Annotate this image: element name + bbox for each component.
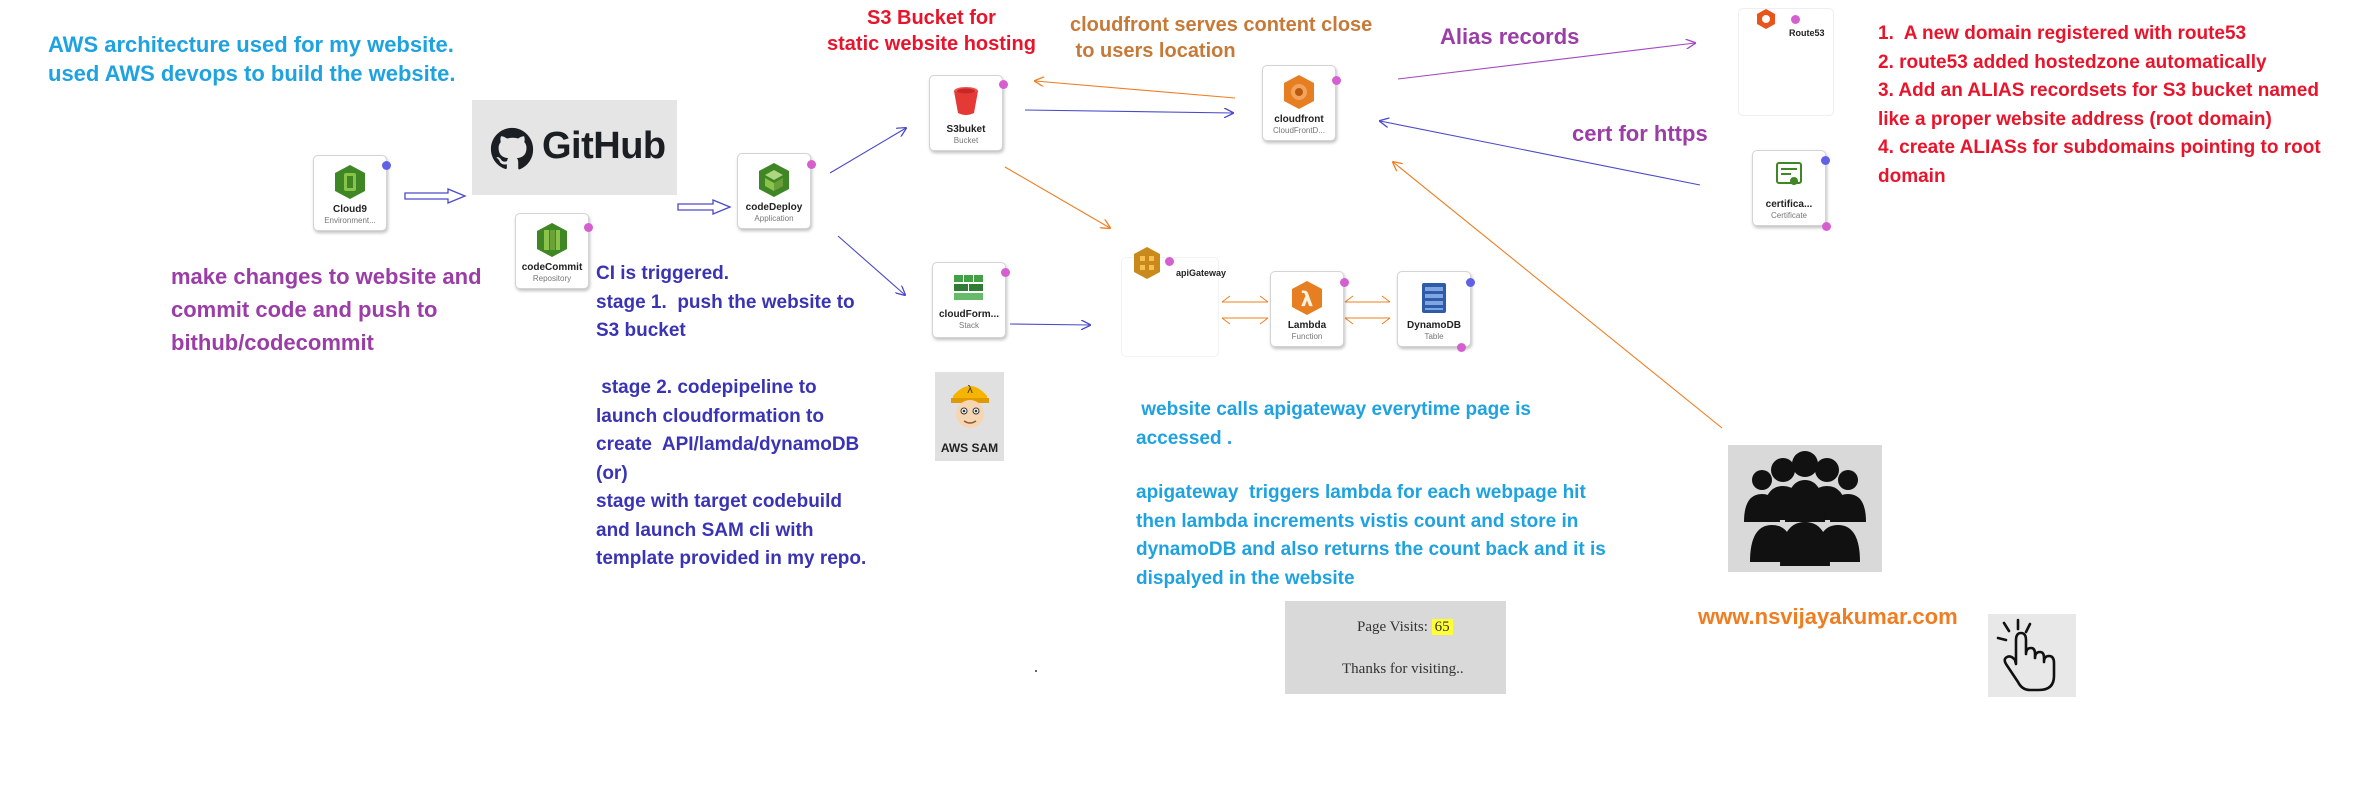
connection-dot — [999, 80, 1008, 89]
service-type: Table — [1424, 332, 1444, 341]
route53-steps-text: 1. A new domain registered with route53 … — [1878, 23, 2321, 187]
arrow-certificate-cloudfront — [1380, 121, 1701, 186]
s3-bucket-service-card[interactable]: S3buket Bucket — [929, 75, 1008, 151]
certificate-service-card[interactable]: certifica... Certificate — [1752, 150, 1831, 231]
aws-sam-mascot-icon: λ — [951, 384, 989, 428]
alias-records-text: Alias records — [1440, 24, 1580, 49]
service-name: certifica... — [1765, 199, 1813, 210]
certificate-icon — [1776, 162, 1802, 185]
connector-lambda-dynamodb — [1344, 295, 1391, 325]
service-type: Function — [1291, 332, 1323, 341]
codedeploy-service-card[interactable]: codeDeploy Application — [737, 153, 816, 229]
connection-dot — [1466, 278, 1475, 287]
arrow-cloudfront-s3 — [1035, 81, 1236, 99]
route53-service-card[interactable]: Route53 — [1738, 8, 1834, 116]
page-visits-label: Page Visits: — [1357, 619, 1428, 635]
arrow-users-cloudfront — [1393, 162, 1723, 429]
connection-dot — [1822, 222, 1831, 231]
cloud9-icon — [335, 165, 365, 199]
service-type: Application — [754, 214, 794, 223]
ci-stages-text: CI is triggered. stage 1. push the websi… — [596, 263, 867, 569]
codedeploy-icon — [759, 163, 789, 197]
connection-dot — [1165, 257, 1174, 266]
service-name: codeDeploy — [745, 202, 803, 213]
connection-dot — [1791, 15, 1800, 24]
lambda-service-card[interactable]: λ Lambda Function — [1270, 271, 1349, 347]
apigateway-flow-text: apigateway triggers lambda for each webp… — [1136, 482, 1606, 589]
service-name: Cloud9 — [333, 204, 367, 215]
users-group-icon — [1744, 451, 1866, 566]
pointer-hand-icon — [1996, 618, 2056, 692]
lambda-icon: λ — [1292, 281, 1322, 315]
route53-icon — [1757, 9, 1775, 29]
connection-dot — [1001, 268, 1010, 277]
dynamodb-service-card[interactable]: DynamoDB Table — [1397, 271, 1475, 352]
arrow-codedeploy-cloudformation — [837, 235, 905, 295]
connection-dot — [382, 161, 391, 170]
connection-dot — [1457, 343, 1466, 352]
speck — [1035, 670, 1037, 672]
arrow-cloudfront-route53 — [1397, 43, 1695, 80]
block-arrow-cloud9-github — [404, 188, 467, 204]
domain-text[interactable]: www.nsvijayakumar.com — [1698, 604, 1958, 629]
block-arrow-github-codedeploy — [677, 199, 732, 215]
service-name: S3buket — [946, 124, 986, 135]
arrow-s3-cloudfront — [1024, 110, 1233, 113]
service-name: Route53 — [1789, 28, 1825, 38]
connection-dot — [1332, 76, 1341, 85]
github-wordmark: GitHub — [542, 125, 666, 167]
page-visits-label-row: Page Visits: 65 — [1357, 619, 1453, 636]
s3-title-text: S3 Bucket for static website hosting — [827, 7, 1036, 56]
cloudfront-icon — [1284, 75, 1314, 109]
connection-dot — [1340, 278, 1349, 287]
service-type: Repository — [532, 274, 572, 283]
intro-text: AWS architecture used for my website. us… — [48, 32, 456, 87]
service-type: Bucket — [953, 136, 979, 145]
cloudfront-service-card[interactable]: cloudfront CloudFrontD... — [1262, 65, 1341, 141]
service-name: Lambda — [1287, 320, 1327, 331]
connector-apigateway-lambda — [1221, 295, 1269, 325]
page-visits-count: 65 — [1431, 619, 1453, 635]
service-name: apiGateway — [1176, 268, 1227, 278]
service-name: codeCommit — [521, 262, 583, 273]
service-type: Stack — [958, 321, 979, 330]
apigateway-service-card[interactable]: apiGateway — [1121, 247, 1226, 357]
users-group-box — [1728, 445, 1882, 572]
connection-dot — [584, 223, 593, 232]
service-name: DynamoDB — [1407, 320, 1461, 331]
connection-dot — [807, 160, 816, 169]
github-logo-box[interactable]: GitHub — [472, 100, 677, 195]
arrow-codedeploy-s3 — [829, 128, 906, 174]
cloudformation-icon — [954, 275, 983, 300]
svg-text:λ: λ — [967, 384, 973, 396]
svg-text:λ: λ — [1301, 287, 1314, 311]
service-type: Environment... — [324, 216, 376, 225]
cert-https-text: cert for https — [1572, 121, 1708, 146]
dynamodb-icon — [1422, 283, 1446, 313]
connection-dot — [1821, 156, 1830, 165]
apigateway-icon — [1134, 247, 1160, 279]
codecommit-icon — [537, 223, 567, 257]
aws-sam-box[interactable]: λ AWS SAM — [935, 372, 1004, 461]
arrow-cloudformation-apigateway — [1009, 324, 1090, 325]
codecommit-service-card[interactable]: codeCommit Repository — [515, 213, 593, 289]
service-type: CloudFrontD... — [1272, 126, 1326, 135]
service-type: Certificate — [1770, 211, 1807, 220]
cloudformation-service-card[interactable]: cloudForm... Stack — [932, 262, 1010, 338]
service-name: cloudfront — [1274, 114, 1324, 125]
website-calls-text: website calls apigateway everytime page … — [1136, 399, 1531, 449]
aws-sam-label: AWS SAM — [940, 441, 999, 455]
click-pointer-box — [1988, 614, 2076, 697]
thanks-text: Thanks for visiting.. — [1342, 661, 1464, 677]
service-name: cloudForm... — [939, 309, 999, 320]
make-changes-text: make changes to website and commit code … — [171, 264, 482, 355]
page-visits-widget: Page Visits: 65 Thanks for visiting.. — [1285, 601, 1506, 694]
cloudfront-note-text: cloudfront serves content close to users… — [1070, 14, 1373, 63]
cloud9-service-card[interactable]: Cloud9 Environment... — [313, 155, 391, 231]
arrow-s3-apigateway — [1004, 166, 1110, 228]
github-icon — [490, 127, 534, 170]
s3-bucket-icon — [954, 87, 978, 115]
